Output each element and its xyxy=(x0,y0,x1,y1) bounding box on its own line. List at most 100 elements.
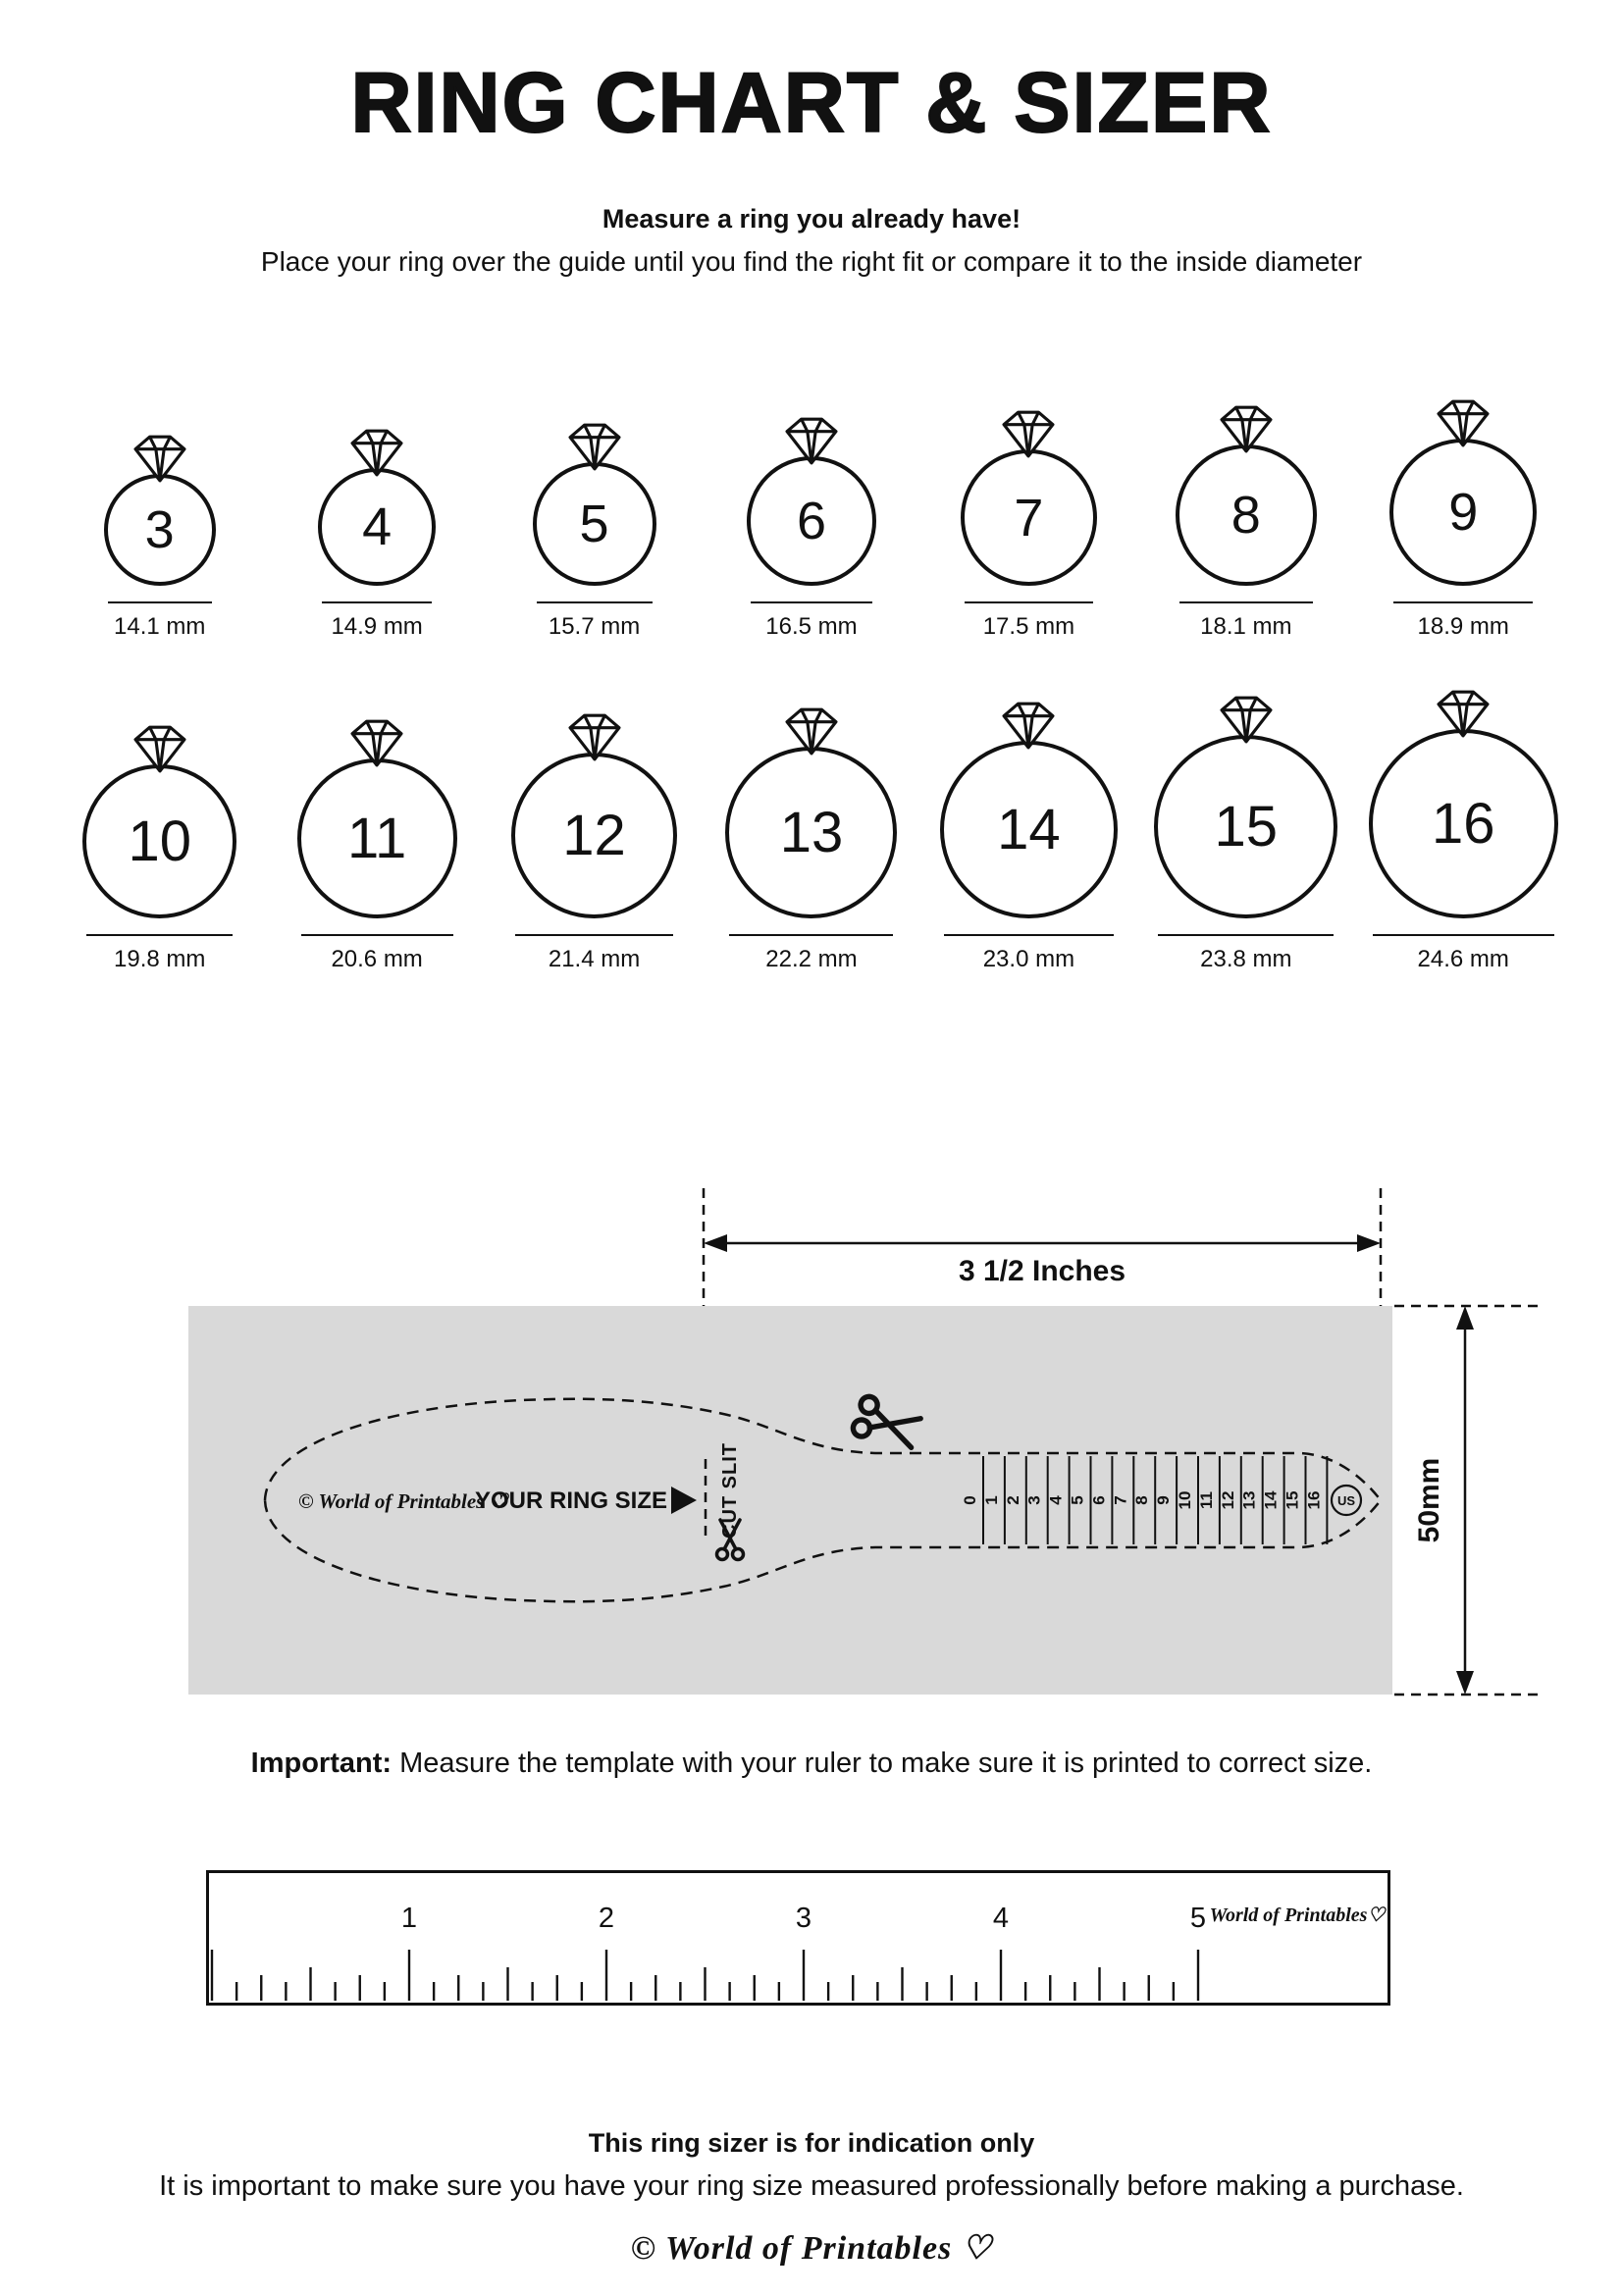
page-title: RING CHART & SIZER xyxy=(350,55,1273,151)
ring-size-number: 7 xyxy=(1014,488,1044,548)
svg-text:2: 2 xyxy=(599,1903,614,1934)
intro-text-line: Place your ring over the guide until you… xyxy=(260,246,1363,277)
diameter-line xyxy=(964,601,1093,603)
ring-circle: 15 xyxy=(1154,735,1338,918)
svg-text:15: 15 xyxy=(1283,1491,1302,1510)
important-note: Important: Measure the template with you… xyxy=(0,1748,1623,1780)
svg-text:9: 9 xyxy=(1154,1495,1173,1504)
ring-circle: 13 xyxy=(725,747,898,918)
svg-text:11: 11 xyxy=(1197,1491,1216,1509)
ring-size-number: 12 xyxy=(562,803,626,867)
ring-circle: 16 xyxy=(1368,729,1558,918)
ring-diameter-label: 18.9 mm xyxy=(1417,613,1509,640)
ring-circle: 8 xyxy=(1175,444,1317,586)
svg-text:0: 0 xyxy=(961,1495,979,1504)
ring-diameter-label: 14.1 mm xyxy=(114,613,206,640)
ring-size-number: 15 xyxy=(1214,794,1279,859)
svg-text:3: 3 xyxy=(1025,1495,1044,1504)
ring-circle: 6 xyxy=(746,456,876,586)
svg-text:8: 8 xyxy=(1132,1495,1151,1504)
ring-circle: 4 xyxy=(318,468,437,586)
svg-text:7: 7 xyxy=(1111,1495,1129,1504)
ring-size-10: 10 19.8 mm xyxy=(51,723,268,973)
ring-size-12: 12 21.4 mm xyxy=(486,711,703,973)
ring-diameter-label: 19.8 mm xyxy=(114,946,206,972)
ring-size-number: 16 xyxy=(1431,791,1495,856)
pointer-triangle-icon xyxy=(671,1487,697,1514)
ring-circle: 3 xyxy=(103,474,216,586)
diameter-line xyxy=(1158,934,1335,936)
ring-size-8: 8 18.1 mm xyxy=(1137,403,1354,641)
arrowhead-right-icon xyxy=(1357,1234,1381,1252)
ring-size-3: 3 14.1 mm xyxy=(51,433,268,641)
ring-size-number: 6 xyxy=(796,492,826,550)
intro-bold-line: Measure a ring you already have! xyxy=(602,204,1021,234)
ruler-brand: World of Printables♡ xyxy=(1210,1905,1387,1926)
footer: This ring sizer is for indication only I… xyxy=(0,2121,1623,2270)
ring-circle: 12 xyxy=(511,753,678,918)
paddle-cut-outline xyxy=(263,1397,1383,1603)
ring-size-number: 9 xyxy=(1448,483,1479,542)
ring-diameter-label: 15.7 mm xyxy=(548,613,641,640)
ring-circle: 7 xyxy=(960,449,1097,586)
your-ring-size-label: YOUR RING SIZE xyxy=(475,1487,667,1514)
diameter-line xyxy=(322,601,433,603)
arrowhead-down-icon xyxy=(1456,1671,1474,1695)
ring-size-11: 11 20.6 mm xyxy=(268,717,485,973)
ring-size-number: 14 xyxy=(997,797,1061,861)
sizer-paddle: © World of Printables ♡ YOUR RING SIZE C… xyxy=(263,1394,1383,1603)
ring-size-7: 7 17.5 mm xyxy=(920,408,1137,641)
ruler-frame xyxy=(206,1870,1390,2006)
ring-diameter-label: 20.6 mm xyxy=(331,946,423,972)
ring-size-number: 4 xyxy=(362,497,393,556)
ring-size-number: 10 xyxy=(128,809,191,873)
world-of-printables-logo: © World of Printables ♡ xyxy=(630,2230,993,2267)
diamond-icon xyxy=(350,719,403,767)
us-badge xyxy=(1330,1484,1363,1517)
ring-diameter-label: 22.2 mm xyxy=(765,946,858,972)
ring-circle: 9 xyxy=(1389,439,1538,586)
svg-text:1: 1 xyxy=(982,1495,1001,1504)
diameter-line xyxy=(943,934,1114,936)
ring-size-number: 3 xyxy=(144,500,175,559)
svg-text:2: 2 xyxy=(1004,1495,1022,1504)
diameter-line xyxy=(1372,934,1554,936)
svg-text:3: 3 xyxy=(796,1903,812,1934)
ring-diameter-label: 16.5 mm xyxy=(765,613,858,640)
svg-text:14: 14 xyxy=(1262,1490,1281,1509)
ring-diameter-label: 21.4 mm xyxy=(548,946,641,972)
ring-circle: 10 xyxy=(82,764,237,918)
diamond-icon xyxy=(1220,696,1273,744)
ring-row-1: 3 14.1 mm 4 14.9 mm 5 15.7 mm 6 16.5 mm … xyxy=(51,397,1572,641)
svg-text:1: 1 xyxy=(401,1903,417,1934)
svg-text:5: 5 xyxy=(1190,1903,1206,1934)
svg-text:5: 5 xyxy=(1069,1495,1087,1504)
diamond-icon xyxy=(568,423,621,471)
ring-row-2: 10 19.8 mm 11 20.6 mm 12 21.4 mm 13 22.2… xyxy=(51,688,1572,973)
diamond-icon xyxy=(1437,399,1490,447)
footer-text-line: It is important to make sure you have yo… xyxy=(159,2170,1464,2202)
sizer-template-section: 3 1/2 Inches 50mm © World of Printables … xyxy=(0,1184,1623,1780)
ring-size-13: 13 22.2 mm xyxy=(703,705,919,973)
diamond-icon xyxy=(1220,405,1273,453)
ring-diameter-label: 14.9 mm xyxy=(331,613,423,640)
template-background xyxy=(188,1306,1392,1695)
arrowhead-up-icon xyxy=(1456,1306,1474,1330)
ring-size-number: 13 xyxy=(779,800,844,864)
diameter-line xyxy=(300,934,453,936)
diamond-icon xyxy=(785,707,838,756)
ring-size-9: 9 18.9 mm xyxy=(1355,397,1572,641)
height-label: 50mm xyxy=(1413,1458,1445,1543)
cut-slit-label: CUT SLIT xyxy=(719,1442,741,1539)
ring-diameter-label: 23.8 mm xyxy=(1200,946,1292,972)
diameter-line xyxy=(107,601,212,603)
footer-bold-line: This ring sizer is for indication only xyxy=(588,2128,1035,2158)
diameter-line xyxy=(729,934,894,936)
svg-text:4: 4 xyxy=(1047,1495,1066,1505)
ring-circle: 14 xyxy=(939,741,1118,918)
svg-text:12: 12 xyxy=(1219,1491,1237,1510)
diamond-icon xyxy=(133,725,186,773)
ring-size-6: 6 16.5 mm xyxy=(703,415,919,641)
